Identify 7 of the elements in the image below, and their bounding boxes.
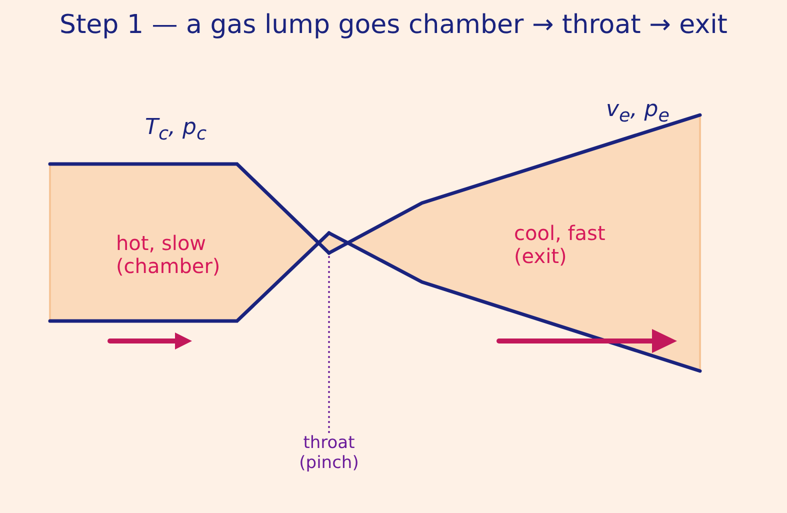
variable-label: T$_{c}$, p$_{c}$ — [145, 114, 207, 146]
region-label: hot, slow (chamber) — [116, 232, 222, 278]
variable-label: v$_{e}$, p$_{e}$ — [606, 96, 670, 128]
region-label: cool, fast (exit) — [514, 222, 606, 268]
callout-label: throat (pinch) — [289, 433, 369, 475]
leader-line — [328, 253, 330, 433]
title: Step 1 — a gas lump goes chamber → throat → exit — [59, 10, 728, 41]
